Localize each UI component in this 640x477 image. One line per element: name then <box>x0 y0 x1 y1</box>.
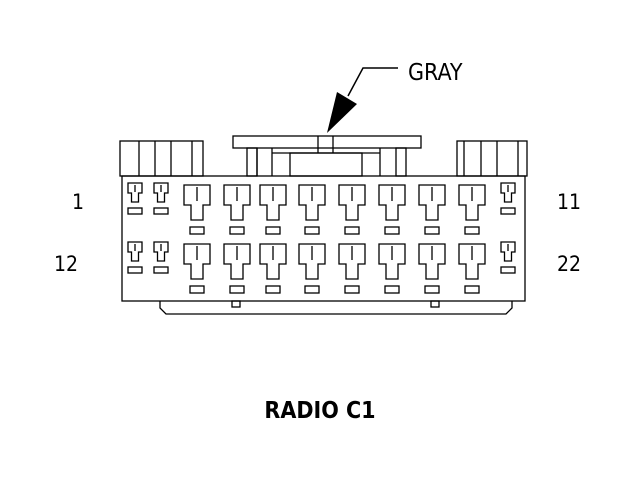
terminal-lock-window <box>500 266 516 274</box>
terminal-lock-window <box>344 285 360 294</box>
right-lock-block <box>456 140 528 177</box>
pin-label-22: 22 <box>557 252 581 276</box>
terminal-cavity <box>458 184 486 221</box>
bottom-tab-right <box>430 300 440 308</box>
terminal-cavity <box>259 243 287 280</box>
terminal-lock-window <box>464 226 480 235</box>
gray-callout-arrow <box>327 67 398 133</box>
terminal-cavity <box>418 184 446 221</box>
terminal-lock-window <box>304 285 320 294</box>
terminal-lock-window <box>189 285 205 294</box>
terminal-lock-window <box>500 207 516 215</box>
terminal-lock-window <box>384 285 400 294</box>
terminal-cavity <box>223 243 251 280</box>
terminal-cavity <box>183 243 211 280</box>
terminal-cavity <box>338 184 366 221</box>
terminal-cavity <box>183 184 211 221</box>
pin-label-11: 11 <box>557 190 581 214</box>
terminal-lock-window <box>127 207 143 215</box>
center-latch <box>232 135 422 177</box>
terminal-cavity <box>298 184 326 221</box>
pin-label-12: 12 <box>54 252 78 276</box>
terminal-lock-window <box>127 266 143 274</box>
terminal-lock-window <box>424 285 440 294</box>
terminal-cavity <box>418 243 446 280</box>
terminal-lock-window <box>304 226 320 235</box>
terminal-cavity <box>338 243 366 280</box>
bottom-bracket <box>159 301 513 315</box>
terminal-cavity <box>378 243 406 280</box>
connector-title: RADIO C1 <box>264 398 375 424</box>
terminal-cavity <box>223 184 251 221</box>
terminal-lock-window <box>189 226 205 235</box>
terminal-cavity-small <box>127 241 143 262</box>
terminal-cavity <box>259 184 287 221</box>
terminal-lock-window <box>384 226 400 235</box>
terminal-cavity <box>298 243 326 280</box>
terminal-lock-window <box>153 207 169 215</box>
terminal-lock-window <box>265 226 281 235</box>
left-lock-block <box>119 140 204 177</box>
terminal-lock-window <box>344 226 360 235</box>
terminal-cavity-small <box>500 182 516 203</box>
terminal-cavity-small <box>153 241 169 262</box>
terminal-lock-window <box>464 285 480 294</box>
terminal-lock-window <box>265 285 281 294</box>
callout-label: GRAY <box>408 60 463 86</box>
terminal-lock-window <box>229 285 245 294</box>
terminal-cavity <box>378 184 406 221</box>
connector-body <box>121 175 526 302</box>
pin-label-1: 1 <box>72 190 84 214</box>
terminal-cavity <box>458 243 486 280</box>
terminal-cavity-small <box>153 182 169 203</box>
bottom-tab-left <box>231 300 241 308</box>
terminal-lock-window <box>153 266 169 274</box>
terminal-lock-window <box>424 226 440 235</box>
terminal-lock-window <box>229 226 245 235</box>
terminal-cavity-small <box>127 182 143 203</box>
terminal-cavity-small <box>500 241 516 262</box>
